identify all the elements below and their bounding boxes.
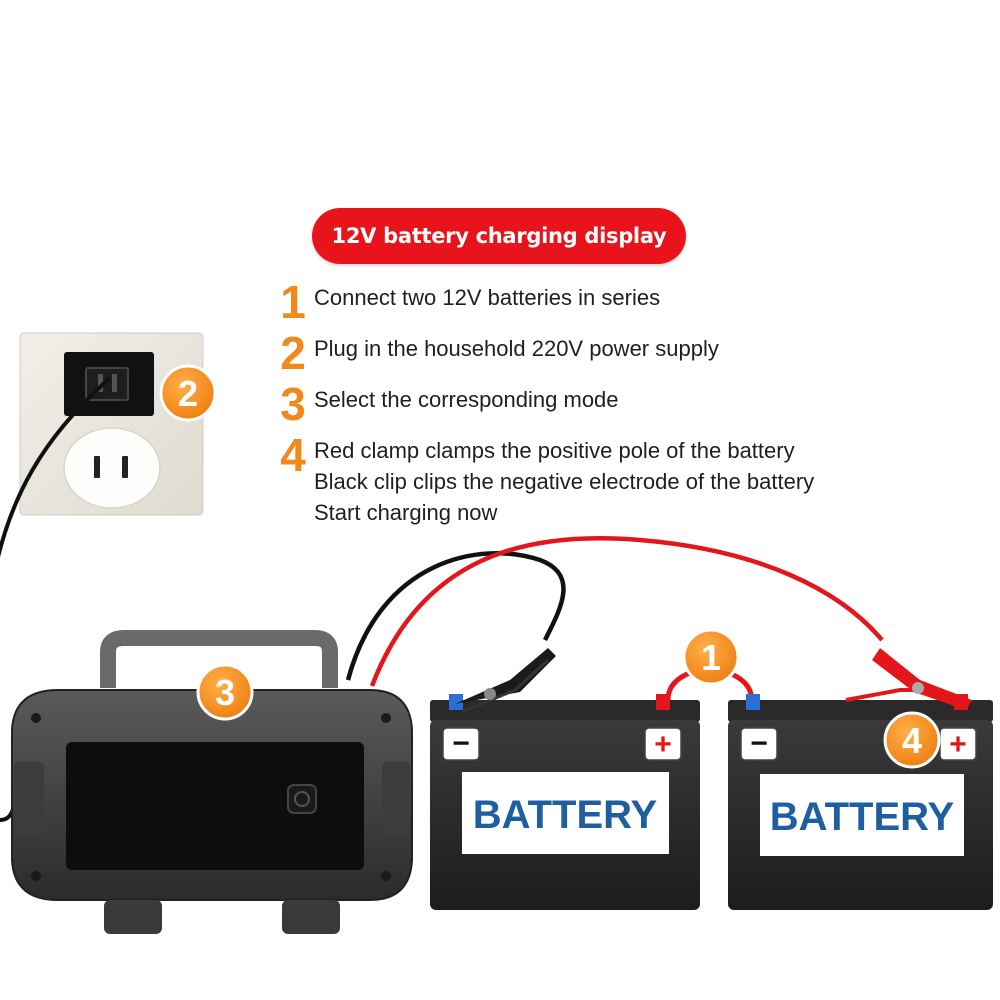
step-2-number: 2 [280,327,306,379]
charger-handle [100,630,338,688]
cables [0,376,884,822]
badge-series-link-number: 1 [701,637,721,678]
step-2: 2 Plug in the household 220V power suppl… [276,327,719,379]
badge-positive-clamp-number: 4 [902,720,922,761]
step-3-number: 3 [280,378,306,430]
badge-outlet-number: 2 [178,373,198,414]
mode-button[interactable] [287,784,317,814]
red-clamp [845,648,972,710]
battery-2-negative-sign: − [750,727,768,760]
badge-positive-clamp: 4 [883,711,941,769]
step-3: 3 Select the corresponding mode [276,378,619,430]
battery-2-negative-terminal [746,694,760,710]
badge-outlet: 2 [159,364,217,422]
battery-1-negative-sign: − [452,727,470,760]
step-4-number: 4 [280,429,306,481]
step-1-number: 1 [280,276,306,328]
power-cord [0,376,112,558]
step-1-text: Connect two 12V batteries in series [314,285,661,310]
step-4-text-line-3: Start charging now [314,500,498,525]
battery-1-positive-sign: + [654,728,672,761]
battery-2-label: BATTERY [770,795,955,839]
red-cable [369,535,884,687]
step-2-text: Plug in the household 220V power supply [314,336,719,361]
empty-socket [63,427,161,509]
battery-2: − + BATTERY [728,694,993,910]
step-3-text: Select the corresponding mode [314,387,619,412]
battery-2-positive-sign: + [949,728,967,761]
wall-outlet [19,332,204,516]
step-4-text-line-2: Black clip clips the negative electrode … [314,469,815,494]
battery-1-positive-terminal [656,694,670,710]
charger-display [66,742,364,870]
power-icon [294,791,310,807]
battery-1-negative-terminal [449,694,463,710]
step-4: 4 Red clamp clamps the positive pole of … [276,429,815,528]
badge-series-link: 1 [682,628,740,686]
battery-1: − + BATTERY [430,694,700,910]
battery-1-label: BATTERY [473,793,658,837]
charger [11,630,413,934]
step-1: 1 Connect two 12V batteries in series [276,276,661,328]
black-cable [345,551,566,681]
step-4-text-line-1: Red clamp clamps the positive pole of th… [314,438,795,463]
badge-charger-number: 3 [215,672,235,713]
title-banner: 12V battery charging display [312,208,686,264]
black-clamp [455,648,556,714]
badge-charger: 3 [196,663,254,721]
title-text: 12V battery charging display [331,224,667,248]
